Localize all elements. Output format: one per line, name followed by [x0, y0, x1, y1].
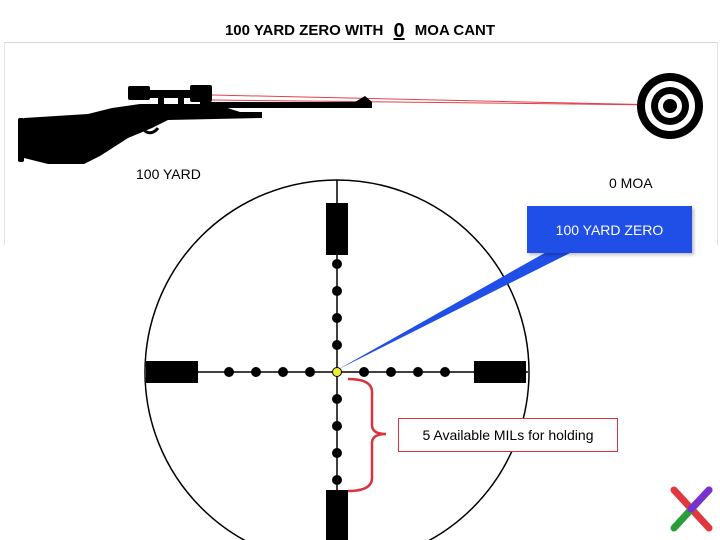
- rifle-icon: [18, 85, 372, 164]
- post-top: [326, 203, 348, 255]
- mil-dot-top: [332, 259, 342, 269]
- distance-label: 100 YARD: [136, 166, 201, 182]
- mil-dot-right: [440, 367, 450, 377]
- mil-dot-right: [386, 367, 396, 377]
- bracket-note-box: 5 Available MILs for holding: [398, 418, 618, 452]
- page-title: 100 YARD ZERO WITH 0 MOA CANT: [0, 20, 720, 43]
- mil-dot-bottom: [332, 421, 342, 431]
- mil-dot-left: [305, 367, 315, 377]
- title-prefix: 100 YARD ZERO WITH: [224, 22, 384, 39]
- title-moa-value: 0: [393, 20, 405, 42]
- zero-point-dot: [332, 367, 342, 377]
- mil-dot-right: [413, 367, 423, 377]
- mil-dot-top: [332, 340, 342, 350]
- post-bottom: [326, 490, 348, 540]
- moa-label: 0 MOA: [609, 175, 653, 191]
- sight-line: [211, 94, 663, 106]
- mil-dot-left: [251, 367, 261, 377]
- callout-pointer: [337, 250, 576, 370]
- title-suffix: MOA CANT: [414, 22, 496, 39]
- mil-dot-bottom: [332, 394, 342, 404]
- logo-x-icon: [670, 486, 713, 532]
- post-left: [146, 361, 198, 383]
- mil-dot-left: [278, 367, 288, 377]
- post-right: [474, 361, 526, 383]
- mil-dot-top: [332, 286, 342, 296]
- callout-box: 100 YARD ZERO: [527, 206, 692, 253]
- mil-dot-bottom: [332, 448, 342, 458]
- bracket-note-text: 5 Available MILs for holding: [422, 427, 594, 443]
- bore-line: [211, 99, 663, 106]
- mil-dot-bottom: [332, 475, 342, 485]
- callout-text: 100 YARD ZERO: [555, 221, 664, 238]
- mil-dot-top: [332, 313, 342, 323]
- mil-dot-right: [359, 367, 369, 377]
- mil-bracket: [347, 377, 387, 493]
- mil-dot-left: [224, 367, 234, 377]
- target-icon: [637, 73, 703, 139]
- mil-dots: [224, 259, 450, 485]
